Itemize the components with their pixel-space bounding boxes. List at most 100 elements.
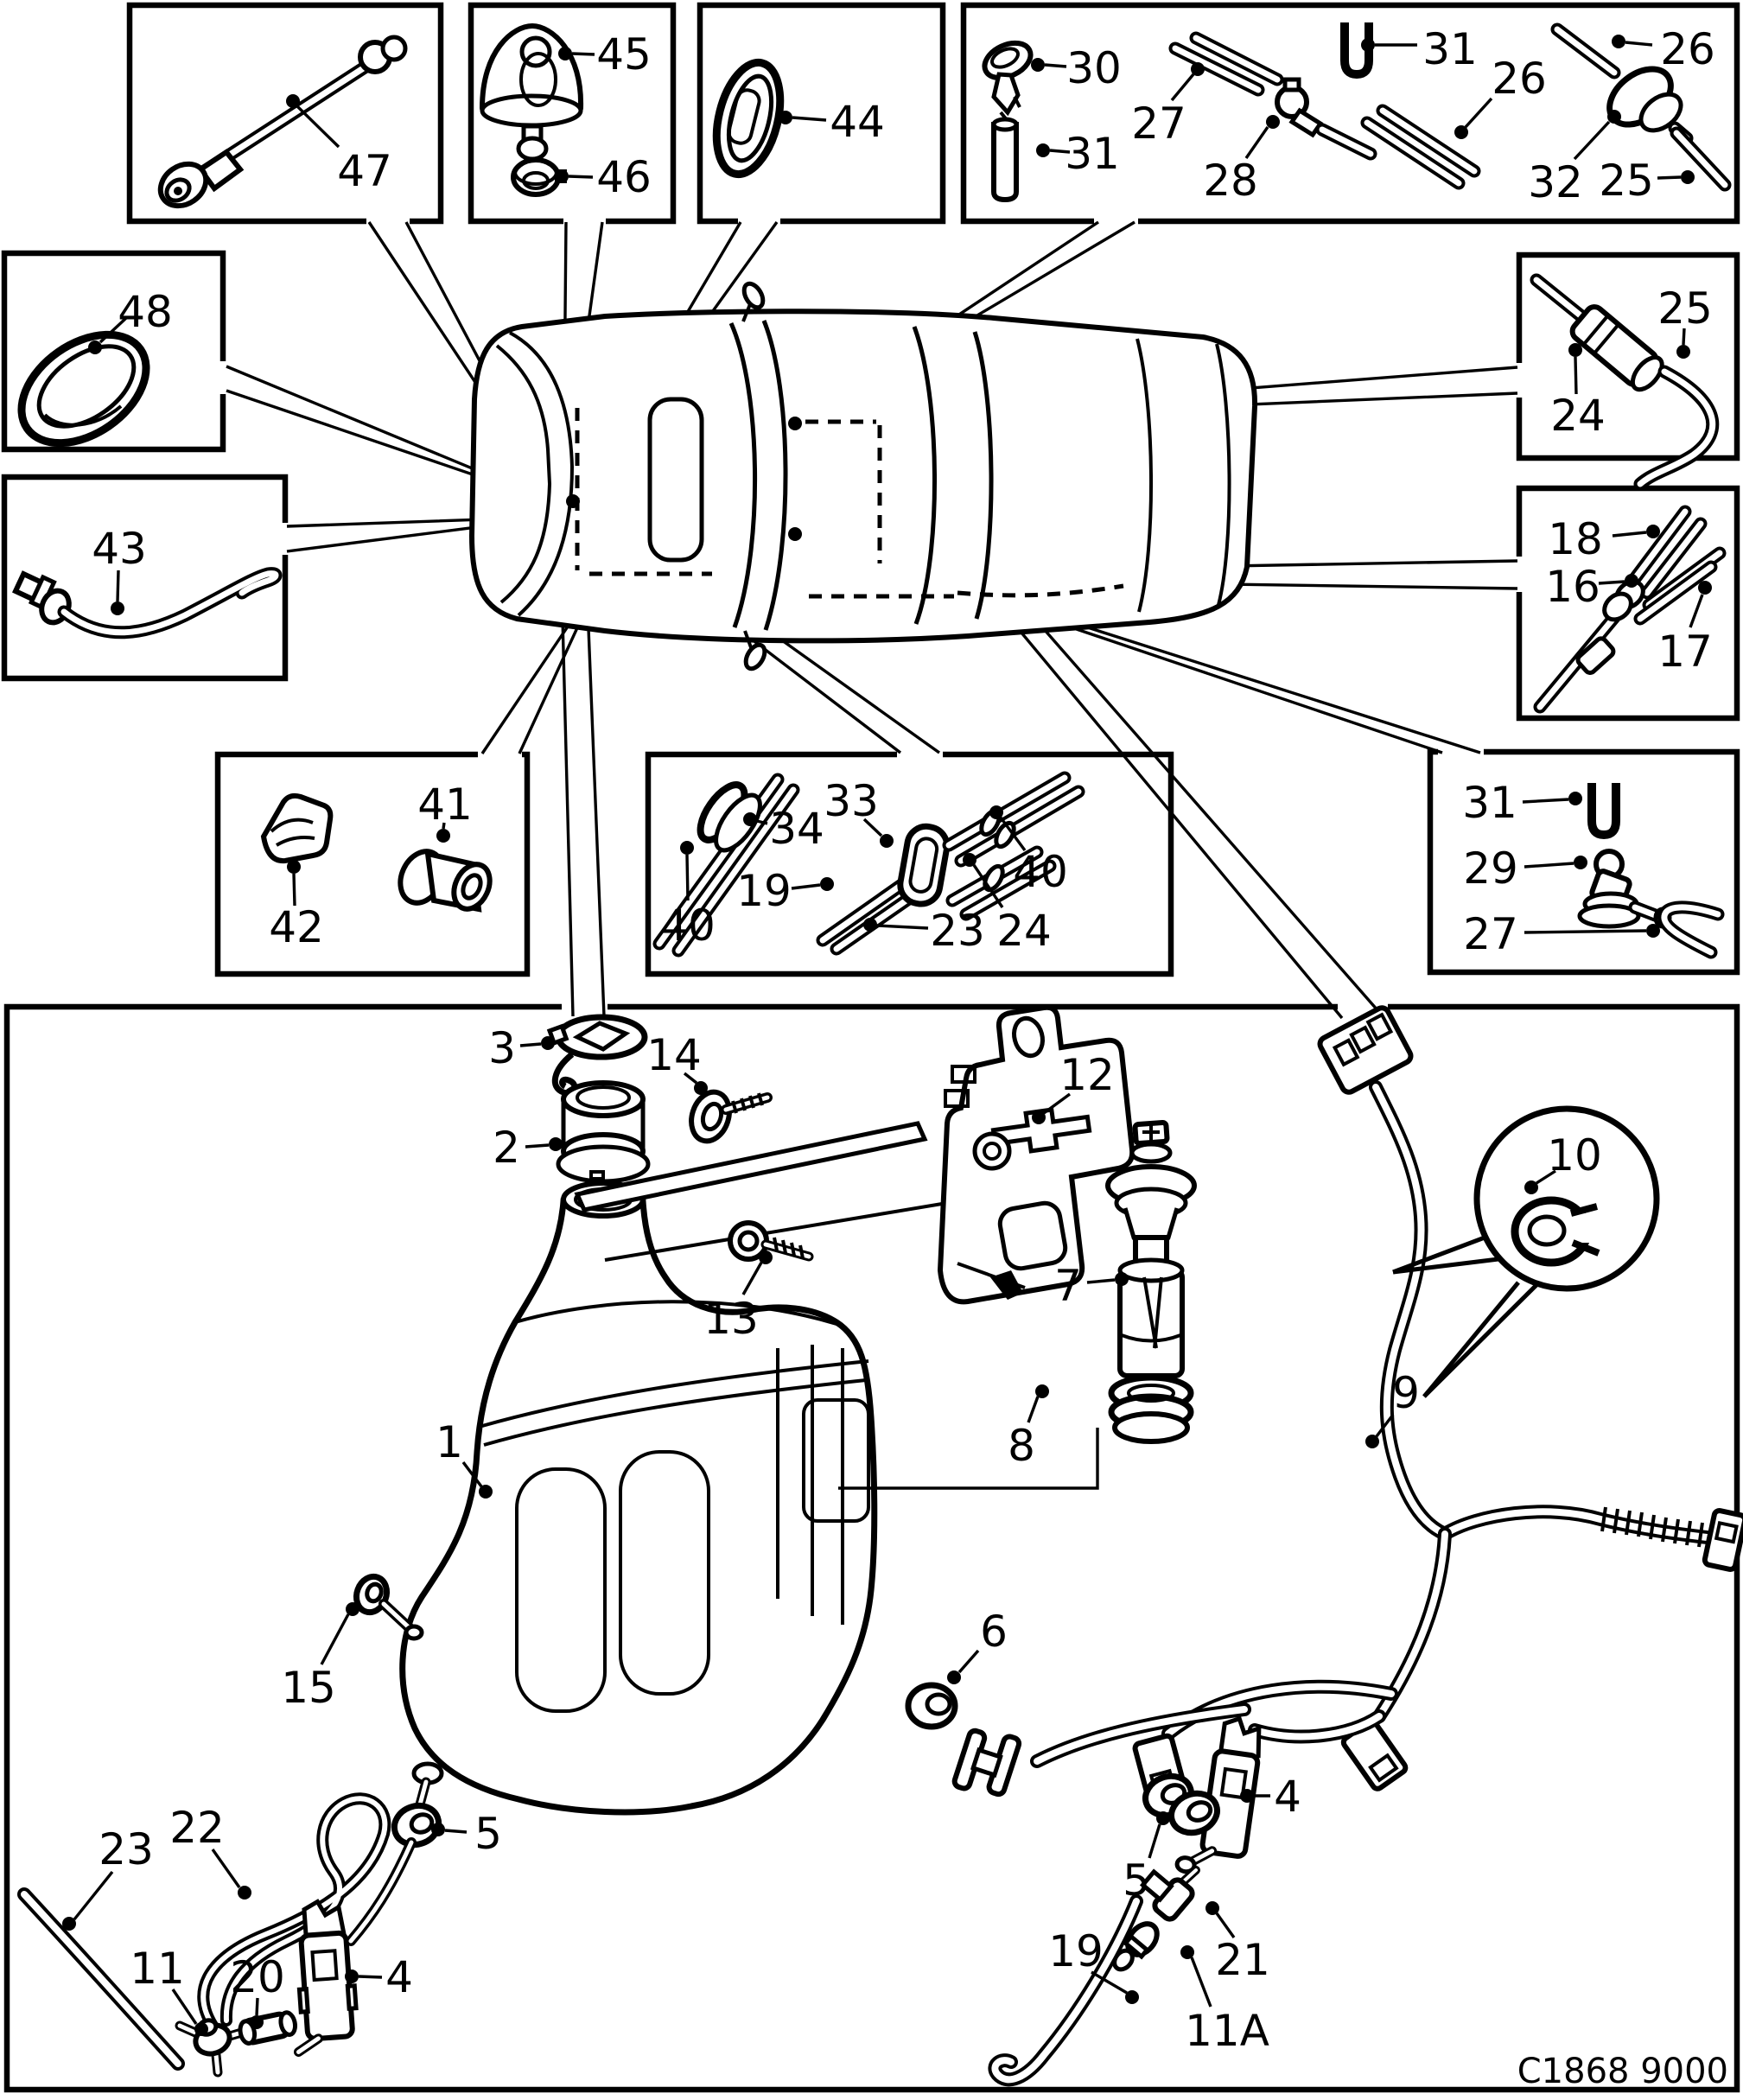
part-30-nozzle xyxy=(982,40,1034,123)
callout-20: 20 xyxy=(230,1952,285,2002)
callout-10: 10 xyxy=(1547,1130,1602,1180)
part-5-bushing-left xyxy=(391,1802,442,1849)
part-27-hose-b xyxy=(1657,900,1725,959)
car-rear-window-front xyxy=(912,326,938,625)
callout-40b: 40 xyxy=(660,900,716,951)
seal-position-line xyxy=(838,1428,1099,1490)
car-body-outline xyxy=(468,309,1258,644)
callout-8: 8 xyxy=(1008,1421,1035,1471)
car-trunk-line xyxy=(1135,338,1153,613)
callout-21: 21 xyxy=(1215,1935,1270,1985)
car-mirror-right xyxy=(743,642,767,671)
callout-19-main: 19 xyxy=(1048,1926,1104,1976)
callout-leaders xyxy=(62,35,1712,2036)
part-25-hose-inset xyxy=(1633,365,1720,491)
part-26-hose-right xyxy=(1550,22,1621,80)
callout-41: 41 xyxy=(417,780,473,830)
callout-15: 15 xyxy=(281,1663,336,1713)
part-7-level-sensor xyxy=(1105,1120,1197,1378)
part-14-screw xyxy=(689,1089,773,1144)
part-31-u-clip xyxy=(1340,22,1373,80)
callout-11: 11 xyxy=(130,1944,185,1994)
part-8-seal xyxy=(838,1374,1194,1490)
callout-9: 9 xyxy=(1392,1368,1420,1418)
part-2-filler-ring xyxy=(556,1080,651,1184)
callout-40a: 40 xyxy=(1013,847,1068,897)
part-28-t-connector xyxy=(1275,77,1377,161)
part-45-grommet xyxy=(479,22,584,162)
harness-corrugated-sleeve xyxy=(1600,1506,1704,1548)
callout-4b: 4 xyxy=(1274,1772,1301,1822)
callout-48: 48 xyxy=(118,287,173,337)
part-22-hose xyxy=(197,1792,391,2037)
part-23-hose-left xyxy=(17,1887,185,2071)
part-13-screw xyxy=(728,1220,814,1262)
callout-44: 44 xyxy=(830,97,885,147)
car-rear-deck-point-2 xyxy=(788,527,802,541)
callout-46: 46 xyxy=(596,152,652,202)
callout-19-inset: 19 xyxy=(736,866,792,916)
callout-26a: 26 xyxy=(1492,54,1547,104)
part-5-bushing-right xyxy=(1142,1772,1220,1836)
callout-4a: 4 xyxy=(385,1952,413,2002)
callout-13: 13 xyxy=(703,1294,759,1344)
callout-18: 18 xyxy=(1548,514,1603,564)
callout-25-top: 25 xyxy=(1599,156,1654,206)
part-33-connector xyxy=(897,823,951,907)
callout-14: 14 xyxy=(646,1030,702,1080)
callout-5a: 5 xyxy=(474,1809,502,1859)
callout-45: 45 xyxy=(596,29,652,80)
part-9-wiring-harness xyxy=(951,1005,1743,1802)
part-4-pump-left xyxy=(293,1899,359,2057)
callout-30: 30 xyxy=(1066,43,1122,93)
part-25-hose xyxy=(1670,126,1732,192)
callout-23-main: 23 xyxy=(99,1824,154,1874)
part-27-hoses xyxy=(1168,31,1284,97)
car-hood-line-2 xyxy=(509,331,575,617)
car-front-hose-routing-dashed xyxy=(575,408,712,576)
callout-17: 17 xyxy=(1657,627,1713,677)
callout-24-inset: 24 xyxy=(1550,391,1606,441)
callout-32: 32 xyxy=(1528,157,1583,207)
callout-31a: 31 xyxy=(1065,129,1120,179)
callout-43: 43 xyxy=(92,524,147,574)
part-12-bracket xyxy=(574,1004,1135,1305)
part-47-rod xyxy=(157,35,408,209)
callout-47: 47 xyxy=(337,146,392,196)
callout-23-inset: 23 xyxy=(930,906,985,956)
part-6-grommet xyxy=(905,1682,958,1730)
car-top-view xyxy=(468,281,1258,671)
callout-12: 12 xyxy=(1059,1050,1115,1100)
car-rear-edge-line xyxy=(1215,343,1231,606)
callout-28: 28 xyxy=(1203,156,1258,206)
car-windshield-rear xyxy=(761,320,788,631)
callout-1: 1 xyxy=(436,1417,463,1467)
harness-connector-top xyxy=(1317,1005,1414,1095)
harness-connector-right xyxy=(1702,1508,1743,1572)
part-hose-bundle-mid xyxy=(816,876,923,956)
car-hood-line-1 xyxy=(495,344,552,604)
part-48-pad xyxy=(17,330,150,448)
part-21-11a-couplers xyxy=(1112,1866,1200,1972)
callout-5b: 5 xyxy=(1123,1855,1150,1906)
car-sunroof xyxy=(647,397,704,563)
part-3-cap xyxy=(546,1014,648,1097)
part-16-y-hose xyxy=(1533,505,1727,714)
part-34-grommet xyxy=(697,781,762,853)
part-19-hose-bottom xyxy=(988,1894,1143,2087)
car-windshield-front xyxy=(728,321,758,628)
callout-31b: 31 xyxy=(1422,24,1478,74)
car-rear-deck-point-1 xyxy=(788,417,802,430)
part-10-clip xyxy=(1511,1196,1606,1267)
callout-22: 22 xyxy=(169,1803,225,1853)
callout-2: 2 xyxy=(493,1123,520,1173)
car-front-cowl-point xyxy=(566,494,580,508)
part-44-grommet xyxy=(712,58,785,179)
part-31-u-clip-b xyxy=(1587,783,1620,840)
car-rear-hose-routing-dashed xyxy=(805,419,1124,599)
callout-31c: 31 xyxy=(1462,778,1517,828)
inset-box-43 xyxy=(1,474,289,682)
part-41-clamp xyxy=(398,849,493,913)
part-15-grommet xyxy=(353,1573,424,1641)
